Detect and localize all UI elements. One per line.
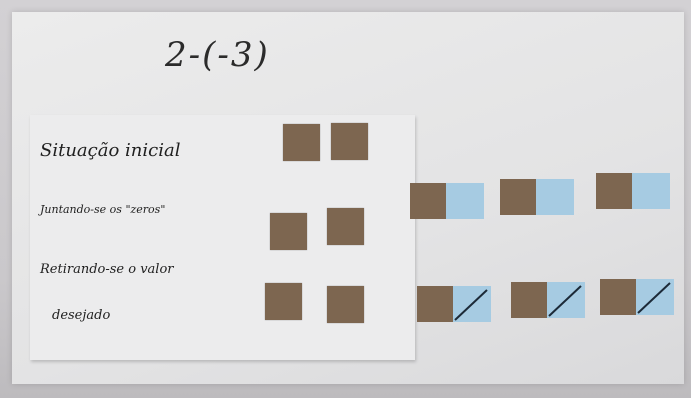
row-label-removing-line2: desejado bbox=[52, 308, 111, 323]
zero-pair bbox=[500, 179, 574, 215]
brown-tile bbox=[265, 283, 302, 320]
brown-tile bbox=[511, 282, 547, 318]
brown-tile bbox=[410, 183, 446, 219]
crossed-blue-tile bbox=[636, 279, 674, 315]
brown-tile bbox=[331, 123, 368, 160]
blue-tile bbox=[446, 183, 484, 219]
zero-pair bbox=[596, 173, 670, 209]
strike-line-icon bbox=[454, 289, 488, 321]
brown-tile bbox=[327, 286, 364, 323]
row-label-removing-line1: Retirando-se o valor bbox=[40, 262, 174, 277]
crossed-zero-pair bbox=[600, 279, 674, 315]
row-label-adding-zeros: Juntando-se os "zeros" bbox=[40, 203, 166, 216]
crossed-blue-tile bbox=[453, 286, 491, 322]
crossed-zero-pair bbox=[417, 286, 491, 322]
crossed-zero-pair bbox=[511, 282, 585, 318]
brown-tile bbox=[270, 213, 307, 250]
zero-pair bbox=[410, 183, 484, 219]
strike-line-icon bbox=[637, 282, 671, 314]
brown-tile bbox=[596, 173, 632, 209]
blue-tile bbox=[632, 173, 670, 209]
brown-tile bbox=[500, 179, 536, 215]
blue-tile bbox=[536, 179, 574, 215]
brown-tile bbox=[600, 279, 636, 315]
expression-title: 2-(-3) bbox=[165, 35, 270, 75]
brown-tile bbox=[283, 124, 320, 161]
brown-tile bbox=[417, 286, 453, 322]
row-label-initial: Situação inicial bbox=[40, 140, 181, 161]
strike-line-icon bbox=[548, 285, 582, 317]
brown-tile bbox=[327, 208, 364, 245]
crossed-blue-tile bbox=[547, 282, 585, 318]
